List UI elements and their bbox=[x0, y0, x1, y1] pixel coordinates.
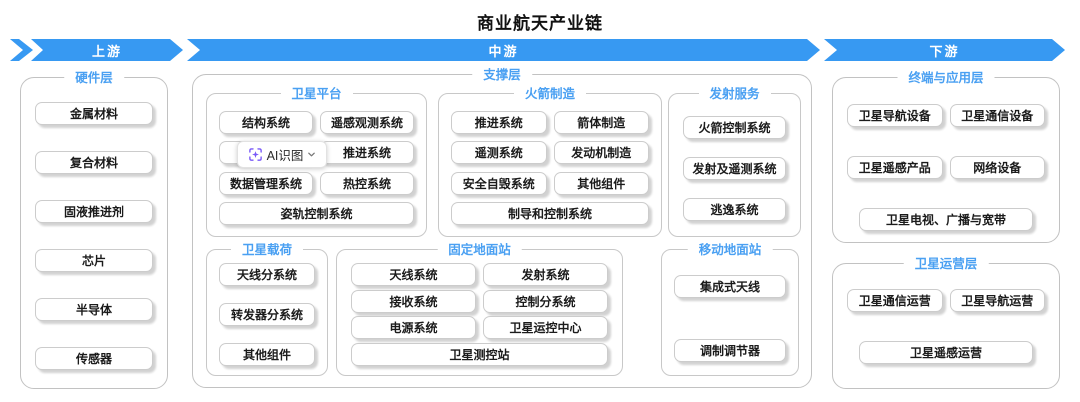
chain-node: 控制分系统 bbox=[483, 289, 608, 313]
support-layer-label: 支撑层 bbox=[472, 67, 532, 83]
chain-node: 传感器 bbox=[35, 347, 153, 370]
chain-node: 火箭控制系统 bbox=[683, 116, 786, 139]
chain-node: 固液推进剂 bbox=[35, 200, 153, 223]
launch-services-label: 发射服务 bbox=[698, 86, 771, 102]
chain-node: 半导体 bbox=[35, 298, 153, 321]
chain-node: 安全自毁系统 bbox=[451, 171, 547, 195]
chain-node: 发射及遥测系统 bbox=[683, 157, 786, 180]
chain-node: 其他组件 bbox=[219, 343, 315, 366]
chain-node: 调制调节器 bbox=[674, 339, 786, 362]
ai-recognize-button[interactable]: AI识图 bbox=[237, 141, 327, 168]
chain-node: 结构系统 bbox=[219, 111, 313, 134]
chain-node: 卫星电视、广播与宽带 bbox=[858, 208, 1034, 231]
chain-node: 热控系统 bbox=[320, 171, 414, 195]
chevron-decoration-icon bbox=[10, 39, 33, 61]
banner-upstream: 上游 bbox=[31, 39, 183, 61]
fixed-ground-station-label: 固定地面站 bbox=[437, 242, 522, 258]
page-title: 商业航天产业链 bbox=[477, 14, 603, 33]
chain-node: 箭体制造 bbox=[553, 111, 649, 134]
chain-node: 卫星遥感产品 bbox=[847, 156, 943, 179]
banner-upstream-label: 上游 bbox=[91, 43, 122, 59]
section-hardware-layer: 硬件层 金属材料 复合材料 固液推进剂 芯片 半导体 传感器 bbox=[20, 70, 168, 389]
chain-node: 制导和控制系统 bbox=[451, 201, 649, 225]
terminal-application-layer-label: 终端与应用层 bbox=[897, 70, 995, 86]
chain-node: 天线分系统 bbox=[219, 263, 315, 286]
chain-node: 卫星通信设备 bbox=[949, 104, 1045, 127]
section-terminal-application-layer: 终端与应用层 卫星导航设备 卫星通信设备 卫星遥感产品 网络设备 卫星电视、广播… bbox=[832, 70, 1060, 243]
banner-midstream: 中游 bbox=[187, 39, 820, 61]
ai-scan-sparkle-icon bbox=[248, 148, 262, 161]
satellite-platform-label: 卫星平台 bbox=[280, 86, 353, 102]
chain-node: 电源系统 bbox=[351, 316, 476, 340]
chain-node: 卫星遥感运营 bbox=[858, 341, 1034, 364]
chain-node: 推进系统 bbox=[320, 141, 414, 165]
chain-node: 发射系统 bbox=[483, 263, 608, 286]
section-rocket-manufacturing: 火箭制造 推进系统 箭体制造 遥测系统 发动机制造 安全自毁系统 其他组件 制导… bbox=[438, 86, 662, 237]
chain-node: 发动机制造 bbox=[553, 141, 649, 165]
chain-node: 接收系统 bbox=[351, 289, 476, 313]
rocket-manufacturing-label: 火箭制造 bbox=[513, 86, 587, 102]
chain-node: 数据管理系统 bbox=[219, 171, 313, 195]
banner-downstream: 下游 bbox=[824, 39, 1065, 61]
section-support-layer: 支撑层 卫星平台 结构系统 遥感观测系统 推进系统 数据管理系统 热控系统 姿轨… bbox=[192, 67, 812, 388]
chain-node: 卫星测控站 bbox=[351, 342, 608, 366]
chain-node: 芯片 bbox=[35, 249, 153, 272]
chain-node: 其他组件 bbox=[553, 171, 649, 195]
section-mobile-ground-station: 移动地面站 集成式天线 调制调节器 bbox=[661, 242, 799, 376]
section-fixed-ground-station: 固定地面站 天线系统 发射系统 接收系统 控制分系统 电源系统 卫星运控中心 卫… bbox=[336, 242, 623, 376]
chevron-down-icon[interactable] bbox=[307, 150, 316, 159]
section-satellite-operations-layer: 卫星运营层 卫星通信运营 卫星导航运营 卫星遥感运营 bbox=[832, 256, 1060, 389]
mobile-ground-station-label: 移动地面站 bbox=[687, 242, 773, 258]
banner-midstream-label: 中游 bbox=[488, 43, 519, 59]
section-satellite-payload: 卫星载荷 天线分系统 转发器分系统 其他组件 bbox=[206, 242, 328, 376]
chain-node: 卫星导航设备 bbox=[847, 104, 943, 127]
chain-node: 天线系统 bbox=[351, 263, 476, 286]
chain-node: 逃逸系统 bbox=[683, 198, 786, 221]
chain-node: 推进系统 bbox=[451, 111, 547, 134]
banner-downstream-label: 下游 bbox=[929, 43, 960, 59]
chain-node: 遥测系统 bbox=[451, 141, 547, 165]
chain-node: 金属材料 bbox=[35, 102, 153, 125]
hardware-layer-label: 硬件层 bbox=[64, 70, 124, 86]
satellite-payload-label: 卫星载荷 bbox=[230, 242, 304, 258]
chain-node: 复合材料 bbox=[35, 151, 153, 174]
chain-node: 网络设备 bbox=[949, 156, 1045, 179]
chain-node: 卫星导航运营 bbox=[949, 289, 1045, 312]
chain-node: 转发器分系统 bbox=[219, 303, 315, 326]
chain-node: 卫星运控中心 bbox=[483, 316, 608, 340]
chain-node: 遥感观测系统 bbox=[320, 111, 414, 134]
chain-node: 卫星通信运营 bbox=[847, 289, 943, 312]
chain-node: 集成式天线 bbox=[674, 275, 786, 298]
chain-node: 姿轨控制系统 bbox=[219, 201, 414, 225]
section-launch-services: 发射服务 火箭控制系统 发射及遥测系统 逃逸系统 bbox=[668, 86, 801, 237]
satellite-operations-layer-label: 卫星运营层 bbox=[903, 256, 989, 272]
ai-recognize-label: AI识图 bbox=[266, 149, 304, 163]
